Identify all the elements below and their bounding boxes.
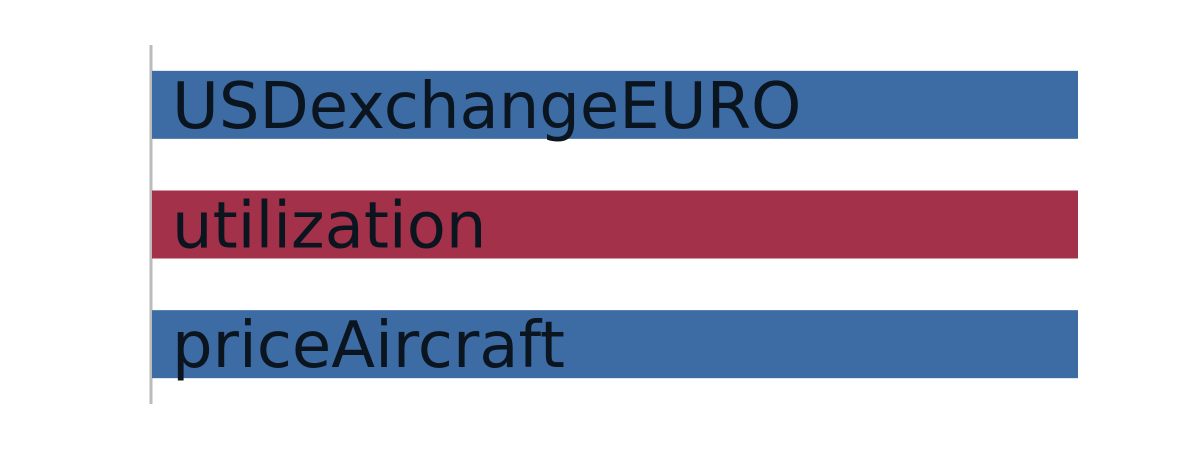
bar-1: [152, 190, 1078, 259]
labels-group: USDexchangeEURO utilization priceAircraft: [172, 70, 801, 383]
bar-label-2: priceAircraft: [172, 309, 565, 383]
bar-label-1: utilization: [172, 190, 486, 264]
bar-2: [152, 310, 1078, 379]
bars-group: [152, 70, 1078, 379]
bar-0: [152, 70, 1078, 139]
bar-label-0: USDexchangeEURO: [172, 70, 801, 144]
